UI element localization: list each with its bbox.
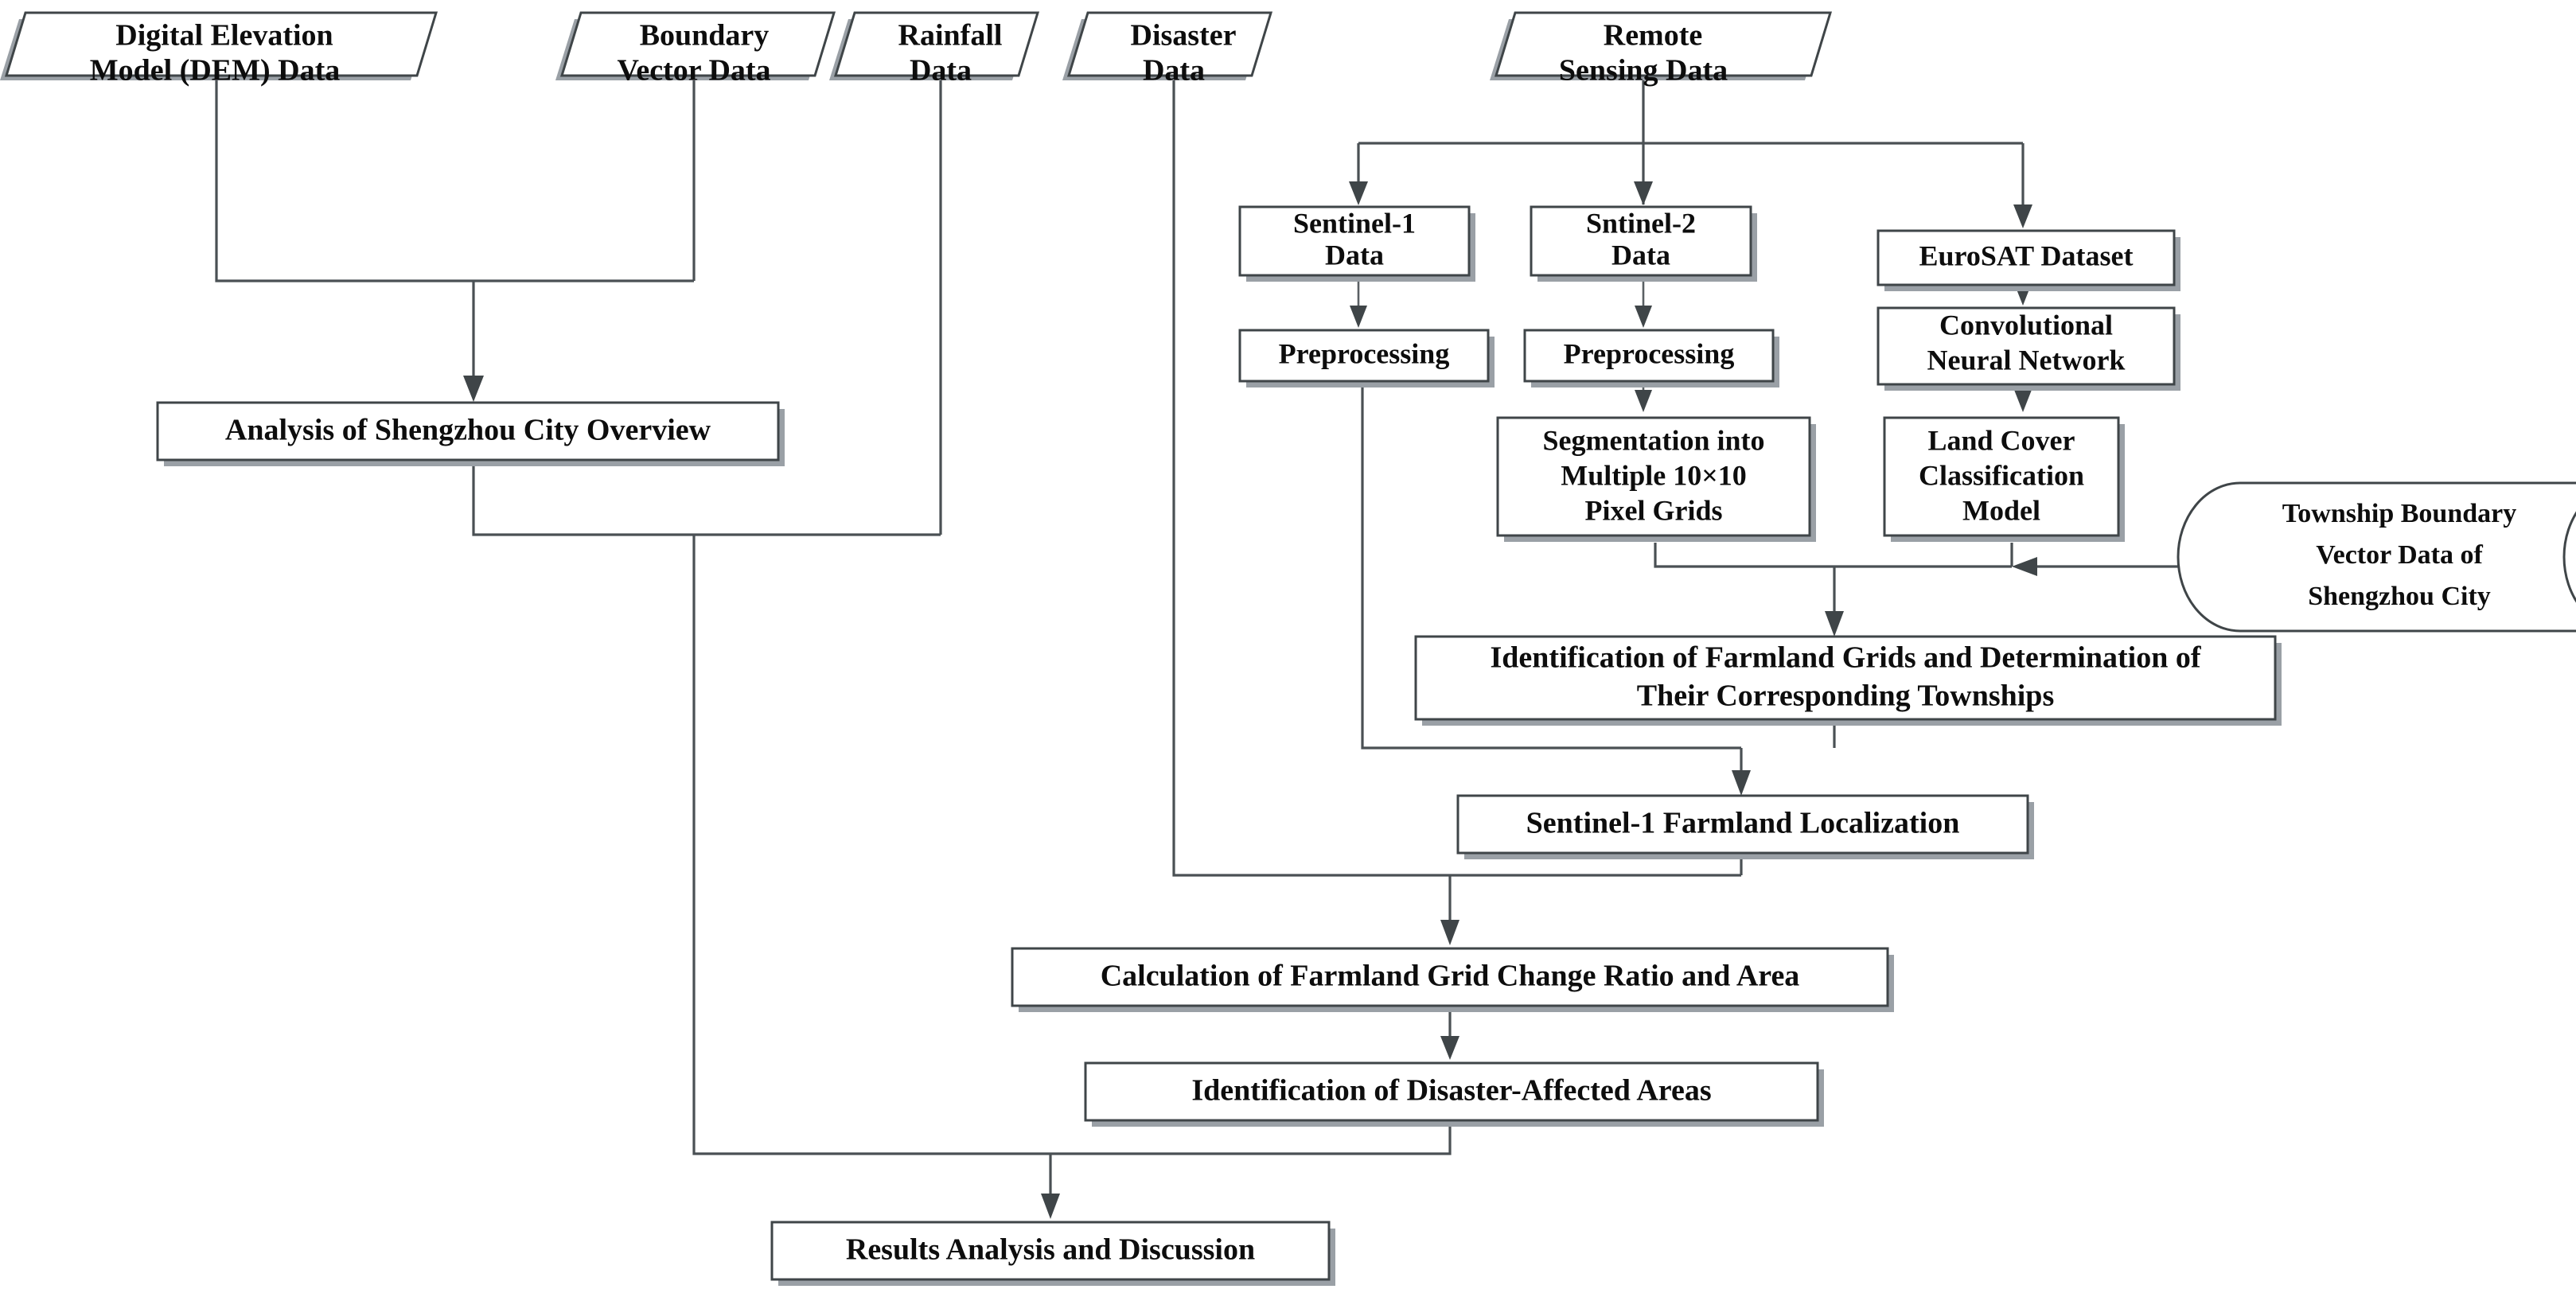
- node-farmland-localization[interactable]: Sentinel-1 Farmland Localization: [1456, 794, 2034, 859]
- arrowhead-localization: [1732, 770, 1751, 796]
- node-disaster-areas[interactable]: Identification of Disaster-Affected Area…: [1084, 1061, 1824, 1127]
- node-rainfall-data[interactable]: Rainfall Data: [829, 11, 1040, 88]
- node-township-boundary[interactable]: Township Boundary Vector Data of Shengzh…: [2177, 481, 2576, 633]
- arrowhead-landcover: [2014, 390, 2032, 412]
- segmentation-label-line2: Multiple 10×10: [1561, 459, 1747, 491]
- arrowhead-identification: [1825, 611, 1844, 637]
- disaster-areas-label: Identification of Disaster-Affected Area…: [1191, 1074, 1711, 1108]
- remote-sensing-label-line1: Remote: [1604, 19, 1702, 53]
- edge-seg-down: [1654, 543, 2012, 568]
- preprocessing-s2-label: Preprocessing: [1564, 337, 1735, 369]
- arrowhead-prep-s1: [1350, 306, 1367, 328]
- arrowhead-overview: [463, 376, 484, 402]
- node-remote-sensing-data[interactable]: Remote Sensing Data: [1490, 11, 1833, 88]
- rainfall-data-label-line1: Rainfall: [898, 19, 1003, 53]
- results-label: Results Analysis and Discussion: [846, 1233, 1255, 1267]
- arrowhead-sentinel2: [1634, 181, 1653, 205]
- node-change-ratio[interactable]: Calculation of Farmland Grid Change Rati…: [1011, 947, 1894, 1012]
- node-eurosat-dataset[interactable]: EuroSAT Dataset: [1876, 229, 2180, 291]
- node-boundary-vector-data[interactable]: Boundary Vector Data: [555, 11, 836, 88]
- arrowhead-results: [1041, 1194, 1060, 1219]
- disaster-data-label-line2: Data: [1143, 54, 1205, 88]
- node-disaster-data[interactable]: Disaster Data: [1062, 11, 1273, 88]
- segmentation-label-line1: Segmentation into: [1543, 424, 1765, 456]
- arrowhead-segmentation: [1635, 390, 1652, 412]
- edge-overview-down: [472, 442, 941, 536]
- sentinel2-data-label-line1: Sntinel-2: [1586, 207, 1696, 239]
- arrowhead-disaster-areas: [1440, 1036, 1459, 1060]
- arrowhead-prep-s2: [1635, 306, 1652, 328]
- edge-disaster-down: [1172, 76, 1450, 877]
- edge-prep1-down: [1361, 374, 1741, 750]
- sentinel1-data-label-line2: Data: [1325, 239, 1384, 271]
- land-cover-label-line2: Classification: [1919, 459, 2084, 491]
- disaster-data-label-line1: Disaster: [1131, 19, 1237, 53]
- edge-dem-to-overview: [215, 76, 694, 282]
- edge-left-trunk-down: [692, 535, 1050, 1155]
- sentinel2-data-label-line2: Data: [1611, 239, 1670, 271]
- node-land-cover-model[interactable]: Land Cover Classification Model: [1883, 416, 2125, 542]
- land-cover-label-line3: Model: [1962, 494, 2040, 526]
- city-overview-label: Analysis of Shengzhou City Overview: [225, 414, 711, 447]
- arrowhead-eurosat: [2013, 204, 2032, 228]
- node-city-overview[interactable]: Analysis of Shengzhou City Overview: [156, 401, 785, 466]
- cnn-label-line2: Neural Network: [1927, 344, 2126, 376]
- boundary-vector-label-line2: Vector Data: [617, 54, 770, 88]
- segmentation-label-line3: Pixel Grids: [1585, 494, 1723, 526]
- node-dem-data[interactable]: Digital Elevation Model (DEM) Data: [0, 11, 438, 88]
- farmland-identification-label-line2: Their Corresponding Townships: [1637, 680, 2054, 713]
- arrowhead-township-merge: [2012, 557, 2037, 576]
- boundary-vector-label-line1: Boundary: [640, 19, 770, 53]
- rainfall-data-label-line2: Data: [910, 54, 972, 88]
- change-ratio-label: Calculation of Farmland Grid Change Rati…: [1101, 960, 1800, 993]
- farmland-localization-label: Sentinel-1 Farmland Localization: [1526, 807, 1960, 840]
- land-cover-label-line1: Land Cover: [1927, 424, 2075, 456]
- node-cnn[interactable]: Convolutional Neural Network: [1876, 306, 2180, 391]
- farmland-identification-label-line1: Identification of Farmland Grids and Det…: [1491, 641, 2202, 675]
- node-results[interactable]: Results Analysis and Discussion: [770, 1221, 1335, 1286]
- remote-sensing-label-line2: Sensing Data: [1559, 54, 1728, 88]
- township-boundary-label-line3: Shengzhou City: [2308, 582, 2491, 611]
- arrowhead-sentinel1: [1349, 181, 1368, 205]
- node-sentinel1-data[interactable]: Sentinel-1 Data: [1238, 205, 1475, 282]
- sentinel1-data-label-line1: Sentinel-1: [1293, 207, 1416, 239]
- eurosat-dataset-label: EuroSAT Dataset: [1919, 239, 2133, 271]
- arrowhead-calculation: [1440, 920, 1459, 945]
- preprocessing-s1-label: Preprocessing: [1279, 337, 1450, 369]
- node-preprocessing-sentinel1[interactable]: Preprocessing: [1238, 329, 1495, 387]
- cnn-label-line1: Convolutional: [1939, 309, 2113, 341]
- node-farmland-grid-identification[interactable]: Identification of Farmland Grids and Det…: [1414, 635, 2282, 726]
- node-preprocessing-sentinel2[interactable]: Preprocessing: [1523, 329, 1779, 387]
- township-boundary-label-line2: Vector Data of: [2316, 540, 2483, 570]
- connector-layer: [215, 76, 2184, 1219]
- node-sentinel2-data[interactable]: Sntinel-2 Data: [1530, 205, 1757, 282]
- dem-data-label-line2: Model (DEM) Data: [90, 54, 340, 88]
- township-boundary-label-line1: Township Boundary: [2282, 499, 2517, 528]
- dem-data-label-line1: Digital Elevation: [115, 19, 333, 53]
- node-segmentation[interactable]: Segmentation into Multiple 10×10 Pixel G…: [1496, 416, 1816, 542]
